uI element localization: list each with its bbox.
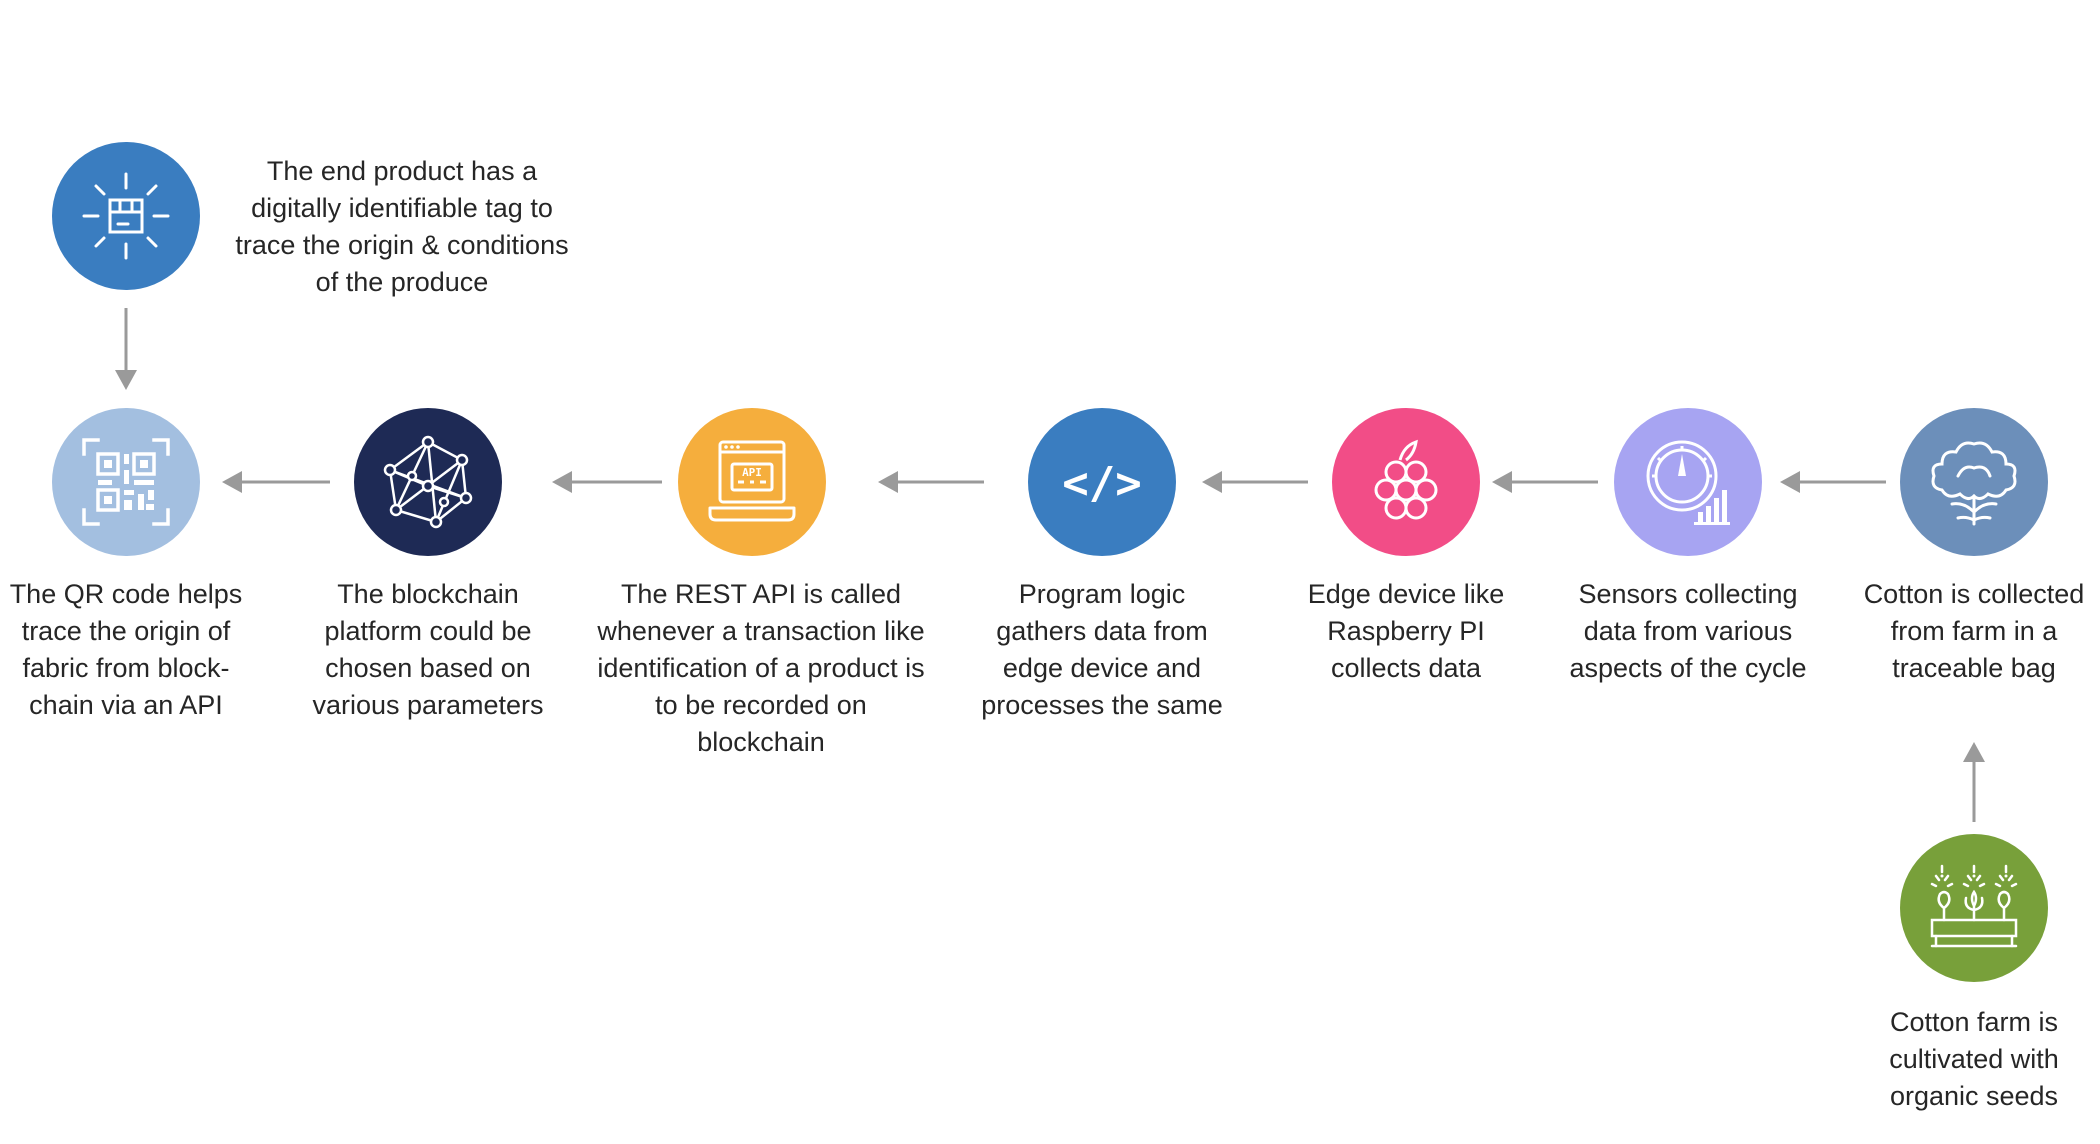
api-laptop-icon: API bbox=[708, 440, 796, 522]
step-edge-circle bbox=[1332, 408, 1480, 556]
raspberry-icon bbox=[1374, 439, 1438, 520]
step-farm-circle bbox=[1900, 834, 2048, 982]
step-qr-circle bbox=[52, 408, 200, 556]
step-blockchain-circle bbox=[354, 408, 502, 556]
tagged-box-icon bbox=[82, 172, 170, 260]
step-edge-label: Edge device like Raspberry PI collects d… bbox=[1307, 579, 1505, 683]
code-icon: </> bbox=[1062, 458, 1141, 509]
step-qr-label: The QR code helps trace the origin of fa… bbox=[9, 579, 243, 720]
cotton-icon bbox=[1931, 441, 2017, 526]
step-product-label: The end product has a digitally identifi… bbox=[235, 156, 569, 297]
step-logic-label: Program logic gathers data from edge dev… bbox=[981, 579, 1223, 720]
qr-code-icon bbox=[82, 438, 170, 526]
step-cotton-circle bbox=[1900, 408, 2048, 556]
network-icon bbox=[383, 435, 473, 529]
step-product-circle bbox=[52, 142, 200, 290]
step-sensors-circle bbox=[1614, 408, 1762, 556]
gauge-icon bbox=[1646, 440, 1730, 525]
step-logic-circle: </> bbox=[1028, 408, 1176, 556]
code-icon-text: </> bbox=[1062, 458, 1141, 509]
step-blockchain-label: The blockchain platform could be chosen … bbox=[312, 579, 544, 720]
step-api-circle: API bbox=[678, 408, 826, 556]
step-api-label: The REST API is called whenever a transa… bbox=[597, 579, 925, 757]
step-cotton-label: Cotton is collected from farm in a trace… bbox=[1863, 579, 2085, 683]
farm-icon bbox=[1930, 864, 2018, 948]
step-farm-label: Cotton farm is cultivated with organic s… bbox=[1889, 1007, 2059, 1111]
api-icon-text: API bbox=[742, 466, 762, 479]
step-sensors-label: Sensors collecting data from various asp… bbox=[1569, 579, 1807, 683]
